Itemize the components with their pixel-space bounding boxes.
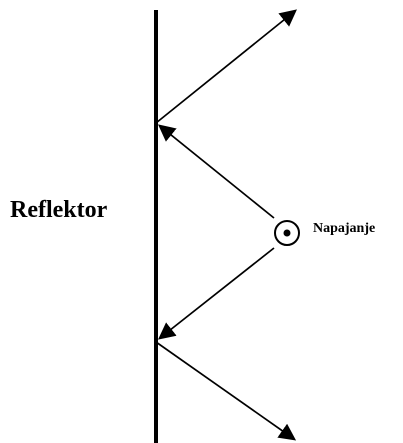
feed-label: Napajanje bbox=[313, 221, 376, 236]
reflected-ray-upper bbox=[155, 9, 297, 124]
incident-ray-lower bbox=[157, 247, 275, 340]
feed-source-icon bbox=[274, 220, 300, 246]
reflected-ray-lower bbox=[155, 341, 297, 441]
reflector-label: Reflektor bbox=[10, 197, 108, 223]
incident-ray-upper bbox=[158, 124, 275, 219]
